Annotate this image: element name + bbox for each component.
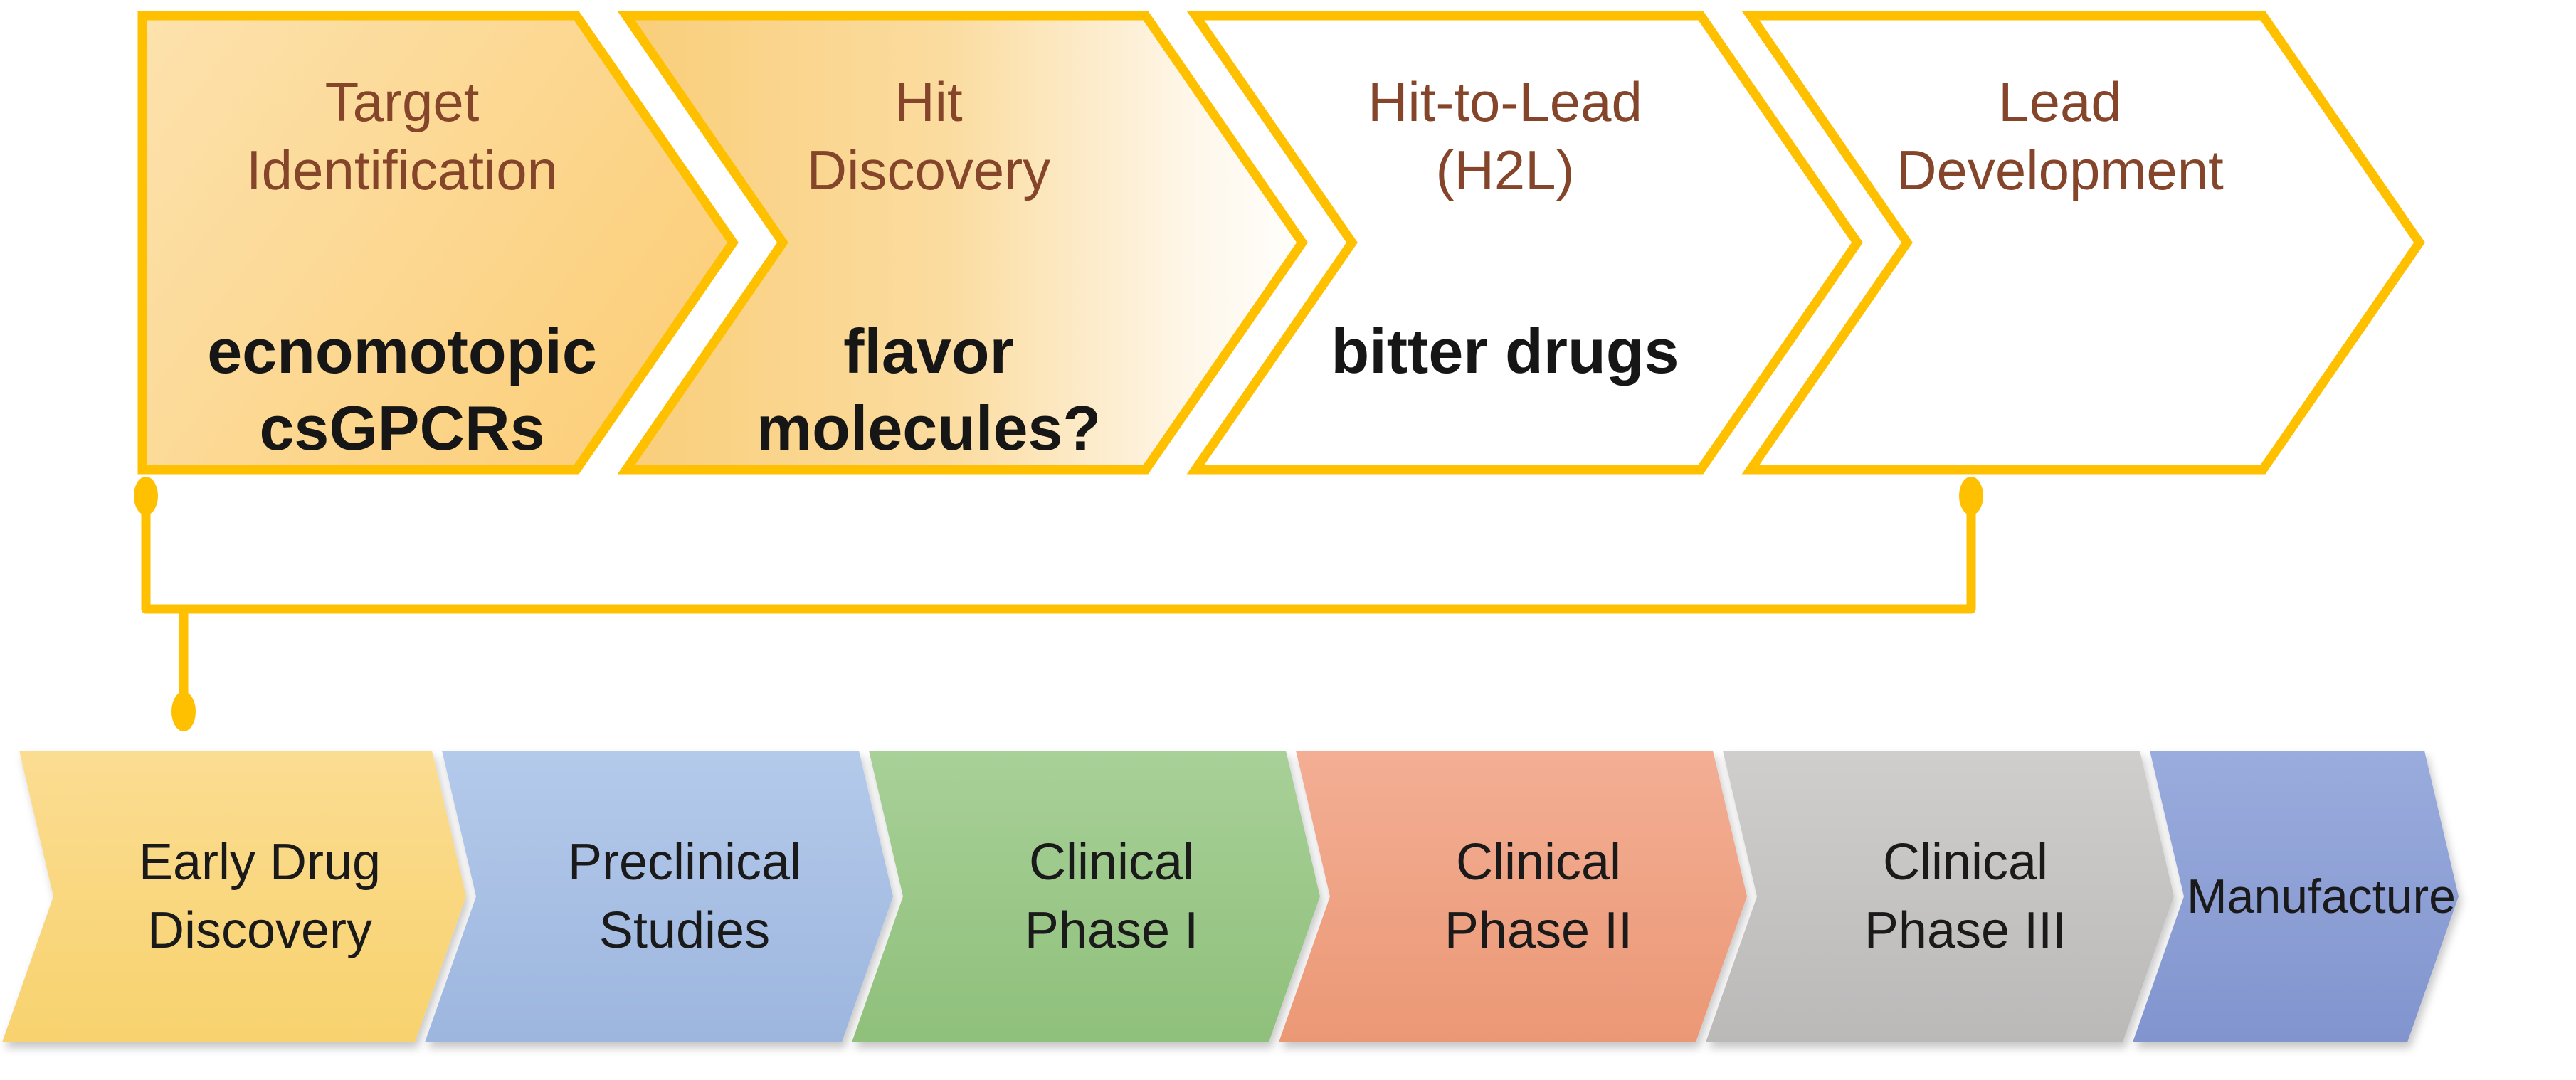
bracket-dot-left (134, 477, 158, 515)
bracket-dot-right (1959, 477, 1983, 515)
chevron-hit-discovery (617, 11, 1308, 475)
arrow-clinical-phase-1 (852, 751, 1320, 1042)
chevron-lead-development (1741, 11, 2425, 475)
arrow-early-drug-discovery (2, 751, 466, 1042)
bracket-dots (134, 477, 1983, 731)
bracket-connector (141, 493, 1976, 706)
arrow-preclinical-studies (425, 751, 893, 1042)
arrow-clinical-phase-3 (1706, 751, 2174, 1042)
chevron-target-identification (137, 11, 739, 475)
chevron-hit-to-lead (1186, 11, 1863, 475)
arrow-clinical-phase-2 (1279, 751, 1747, 1042)
bracket-line (141, 493, 1976, 614)
bracket-dot-bottom (171, 692, 196, 731)
arrow-manufacture (2133, 751, 2459, 1042)
